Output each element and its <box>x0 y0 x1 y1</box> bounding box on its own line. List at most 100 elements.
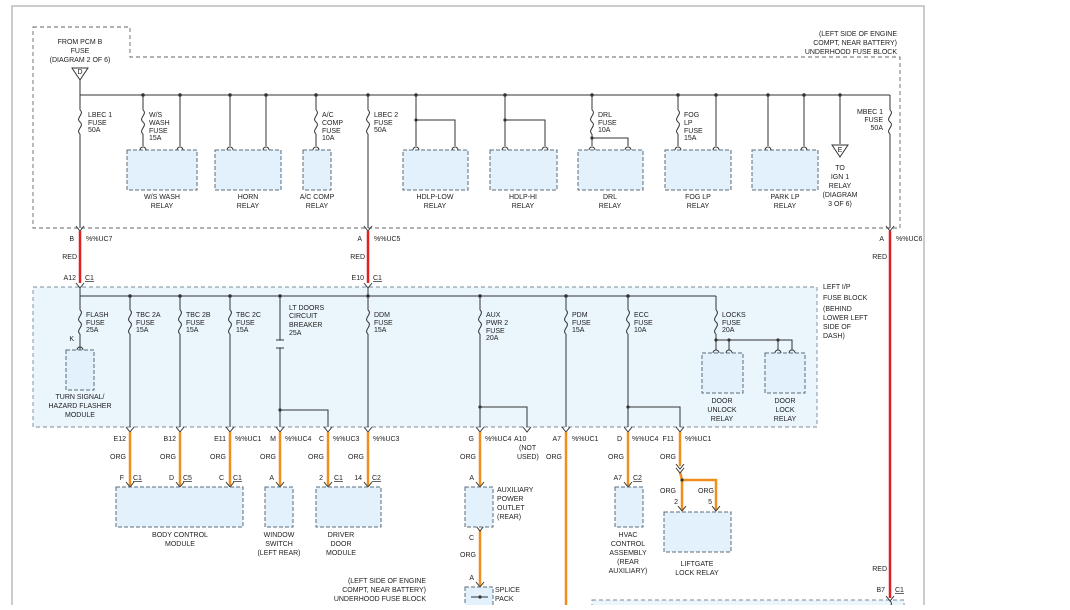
bottom-location-line-1: (LEFT SIDE OF ENGINE <box>348 578 426 585</box>
breaker-lt-doors-label-1: LT DOORS <box>289 305 324 312</box>
window-switch-box <box>264 486 294 528</box>
flasher-terminal-arc <box>76 346 84 351</box>
bottom-location-line-3: UNDERHOOD FUSE BLOCK <box>334 596 427 603</box>
ign-label-1: TO <box>835 165 845 172</box>
ign-label-3: RELAY <box>829 183 852 190</box>
fuse-locks-label-3: 20A <box>722 327 735 334</box>
breaker-lt-doors-label-2: CIRCUIT <box>289 313 318 320</box>
fuse-lbec1-label-3: 50A <box>88 127 101 134</box>
ddm-pin-2: 2 <box>319 475 323 482</box>
relay-ac-comp-label-2: RELAY <box>306 203 329 210</box>
offpage-marker-d: D <box>77 69 82 76</box>
fuse-ws-wash-label-4: 15A <box>149 135 162 142</box>
wire-color-red-4: RED <box>872 566 887 573</box>
fuse-drl-label-1: DRL <box>598 112 612 119</box>
ip-location-line-3: (BEHIND <box>823 306 852 313</box>
window-switch-label-3: (LEFT REAR) <box>257 550 300 557</box>
fuse-aux-pwr2-label-4: 20A <box>486 335 499 342</box>
fuse-ecc-label-3: 10A <box>634 327 647 334</box>
relay-ws-wash-label-1: W/S WASH <box>144 194 180 201</box>
body-control-module-box <box>115 486 244 528</box>
ddm-conn-c2: C2 <box>372 475 381 482</box>
bottom-right-pin: B7 <box>876 587 885 594</box>
fuse-mbec1-label-1: MBEC 1 <box>857 109 883 116</box>
relay-fog-lp-label-1: FOG LP <box>685 194 711 201</box>
relay-hdlp-hi-label-1: HDLP-HI <box>509 194 537 201</box>
fuse-ecc-label-2: FUSE <box>634 320 653 327</box>
bcm-label-2: MODULE <box>165 541 195 548</box>
fuse-ddm-label-3: 15A <box>374 327 387 334</box>
out-g-pin: G <box>469 436 474 443</box>
hvac-label-3: ASSEMBLY <box>609 550 647 557</box>
conn-uc7-label: %%UC7 <box>86 236 113 243</box>
out-e11-pin: E11 <box>214 436 226 443</box>
splice-label-2: PACK <box>495 596 514 603</box>
hvac-conn: C2 <box>633 475 642 482</box>
fuse-tbc2a-label-3: 15A <box>136 327 149 334</box>
out-d-conn: %%UC4 <box>632 436 659 443</box>
relay-park-lp-label-1: PARK LP <box>770 194 799 201</box>
conn-uc5-label: %%UC5 <box>374 236 401 243</box>
fuse-locks-label-1: LOCKS <box>722 312 746 319</box>
relay-park-lp-label-2: RELAY <box>774 203 797 210</box>
ign-label-4: (DIAGRAM <box>823 192 858 199</box>
relay-drl-label-2: RELAY <box>599 203 622 210</box>
bcm-conn-c: C1 <box>233 475 242 482</box>
aux-power-outlet-box <box>464 486 494 528</box>
out-a7-conn: %%UC1 <box>572 436 599 443</box>
door-lock-relay-box <box>764 352 806 394</box>
door-unlock-relay-box <box>701 352 744 394</box>
door-lock-label-2: LOCK <box>775 407 794 414</box>
relay-ac-comp-label-1: A/C COMP <box>300 194 335 201</box>
fuse-lbec2-label-2: FUSE <box>374 120 393 127</box>
relay-hdlp-low-label-2: RELAY <box>424 203 447 210</box>
fuse-flash-label-3: 25A <box>86 327 99 334</box>
fuse-flash-label-2: FUSE <box>86 320 105 327</box>
relay-hdlp-hi-label-2: RELAY <box>512 203 535 210</box>
not-used-line-1: (NOT <box>519 445 537 452</box>
liftgate-pin-2: 2 <box>674 499 678 506</box>
wire-color-red-1: RED <box>62 254 77 261</box>
ddm-label-1: DRIVER <box>328 532 354 539</box>
fuse-tbc2b-label-1: TBC 2B <box>186 312 211 319</box>
wire-org-7: ORG <box>460 454 476 461</box>
window-switch-label-2: SWITCH <box>265 541 293 548</box>
wire-org-12: ORG <box>698 488 714 495</box>
hvac-control-assembly-box <box>614 486 644 528</box>
splice-pin-a: A <box>469 575 474 582</box>
fuse-tbc2a-label-1: TBC 2A <box>136 312 161 319</box>
aux-label-1: AUXILIARY <box>497 487 534 494</box>
wire-org-3: ORG <box>210 454 226 461</box>
relay-terminal-arcs <box>139 146 808 151</box>
fuse-mbec1-label-2: FUSE <box>864 117 883 124</box>
liftgate-splice-mark <box>675 463 685 474</box>
fuse-tbc2c-label-2: FUSE <box>236 320 255 327</box>
fuse-pdm-label-1: PDM <box>572 312 588 319</box>
out-f11-conn: %%UC1 <box>685 436 712 443</box>
fuse-lbec1-label-1: LBEC 1 <box>88 112 112 119</box>
fuse-ws-wash-label-2: WASH <box>149 120 170 127</box>
hvac-label-1: HVAC <box>619 532 638 539</box>
aux-pin-c: C <box>469 535 474 542</box>
bottom-location-line-2: COMPT, NEAR BATTERY) <box>342 587 426 594</box>
from-pcm-line-1: FROM PCM B <box>58 39 103 46</box>
hvac-pin: A7 <box>613 475 622 482</box>
ip-bus-wiring <box>79 288 793 427</box>
out-e11-conn: %%UC1 <box>235 436 262 443</box>
ip-input-a12-pin: A12 <box>64 275 77 282</box>
aux-label-2: POWER <box>497 496 523 503</box>
bottom-right-block-outline <box>591 599 905 610</box>
out-b12-pin: B12 <box>164 436 177 443</box>
fuse-mbec1-label-3: 50A <box>871 125 884 132</box>
from-pcm-line-3: (DIAGRAM 2 OF 6) <box>50 57 111 64</box>
offpage-triangle-d <box>71 67 89 81</box>
relay-ws-wash-label-2: RELAY <box>151 203 174 210</box>
conn-a-pin-right: A <box>879 236 884 243</box>
bcm-conn-d: C5 <box>183 475 192 482</box>
out-c-pin: C <box>319 436 324 443</box>
aux-label-3: OUTLET <box>497 505 525 512</box>
out-c-conn: %%UC3 <box>333 436 360 443</box>
ip-junctions <box>128 294 780 412</box>
relay-fog-lp-label-2: RELAY <box>687 203 710 210</box>
